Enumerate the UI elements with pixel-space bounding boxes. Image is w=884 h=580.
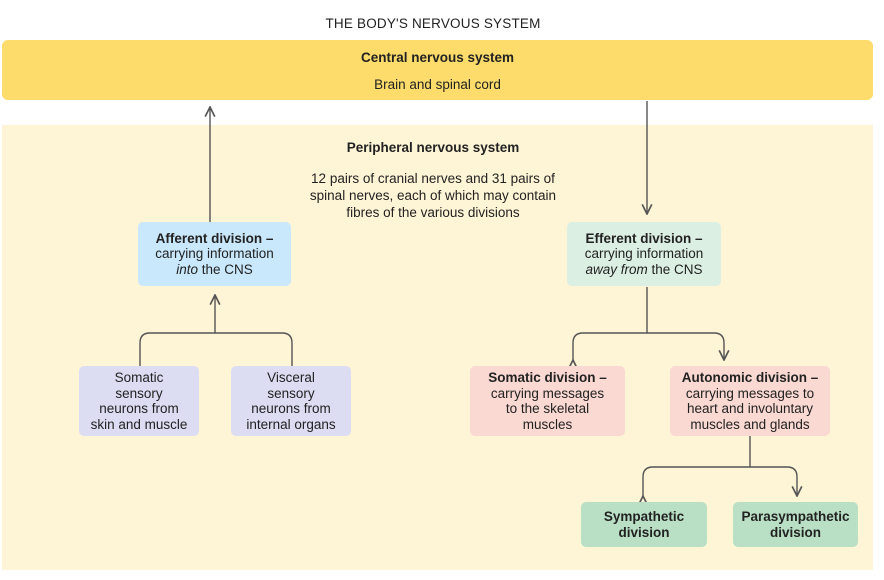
visceral-sensory-line-2: sensory [267, 385, 315, 401]
autonomic-division-line-1: carrying messages to [685, 385, 815, 401]
cns-subtitle: Brain and spinal cord [374, 77, 501, 92]
afferent-line-1: carrying information [155, 246, 274, 262]
pns-desc-line-1: 12 pairs of cranial nerves and 31 pairs … [311, 171, 555, 186]
autonomic-branch-arrows [643, 466, 797, 496]
cns-box: Central nervous system Brain and spinal … [2, 40, 873, 100]
efferent-line-2: away from the CNS [585, 262, 704, 278]
visceral-sensory-line-4: internal organs [246, 416, 336, 432]
autonomic-division-heading: Autonomic division – [681, 370, 819, 385]
visceral-sensory-line-1: Visceral [267, 370, 315, 385]
sympathetic-division-box: Sympathetic division [581, 502, 707, 547]
autonomic-division-line-2: heart and involuntary [686, 401, 814, 416]
somatic-division-line-2: to the skeletal [505, 401, 590, 416]
somatic-sensory-line-2: sensory [115, 385, 163, 401]
parasympathetic-line-2: division [769, 524, 821, 540]
visceral-sensory-line-3: neurons from [251, 401, 331, 416]
diagram-title: THE BODY'S NERVOUS SYSTEM [325, 16, 541, 31]
parasympathetic-division-box: Parasympathetic division [733, 502, 858, 547]
visceral-sensory-box: Visceral sensory neurons from internal o… [231, 366, 351, 436]
cns-heading: Central nervous system [360, 50, 515, 65]
afferent-division-box: Afferent division – carrying information… [138, 222, 291, 286]
somatic-division-line-3: muscles [522, 416, 573, 432]
efferent-heading: Efferent division – [585, 230, 703, 246]
sympathetic-line-1: Sympathetic [603, 509, 685, 524]
autonomic-division-line-3: muscles and glands [690, 416, 810, 432]
pns-desc-line-3: fibres of the various divisions [346, 205, 520, 220]
sympathetic-line-2: division [618, 524, 670, 540]
efferent-division-box: Efferent division – carrying information… [567, 222, 721, 286]
pns-description: 12 pairs of cranial nerves and 31 pairs … [283, 170, 583, 221]
efferent-line-1: carrying information [584, 246, 704, 262]
somatic-sensory-line-1: Somatic [114, 370, 164, 385]
afferent-emphasis: into [176, 261, 198, 277]
autonomic-division-box: Autonomic division – carrying messages t… [670, 366, 830, 436]
somatic-division-box: Somatic division – carrying messages to … [470, 366, 625, 436]
parasympathetic-line-1: Parasympathetic [741, 509, 850, 524]
somatic-sensory-line-4: skin and muscle [90, 416, 188, 432]
somatic-sensory-box: Somatic sensory neurons from skin and mu… [79, 366, 199, 436]
pns-desc-line-2: spinal nerves, each of which may contain [309, 188, 557, 203]
efferent-emphasis: away from [585, 261, 648, 277]
pns-heading: Peripheral nervous system [346, 140, 520, 155]
efferent-line-2-rest: the CNS [647, 261, 703, 277]
afferent-heading: Afferent division – [155, 230, 274, 246]
afferent-line-2-rest: the CNS [197, 261, 253, 277]
somatic-division-heading: Somatic division – [488, 370, 607, 385]
efferent-branch-arrows [573, 332, 724, 360]
somatic-sensory-line-3: neurons from [99, 401, 179, 416]
somatic-division-line-1: carrying messages [490, 385, 605, 401]
afferent-line-2: into the CNS [155, 262, 274, 278]
sensory-bracket [139, 332, 293, 366]
